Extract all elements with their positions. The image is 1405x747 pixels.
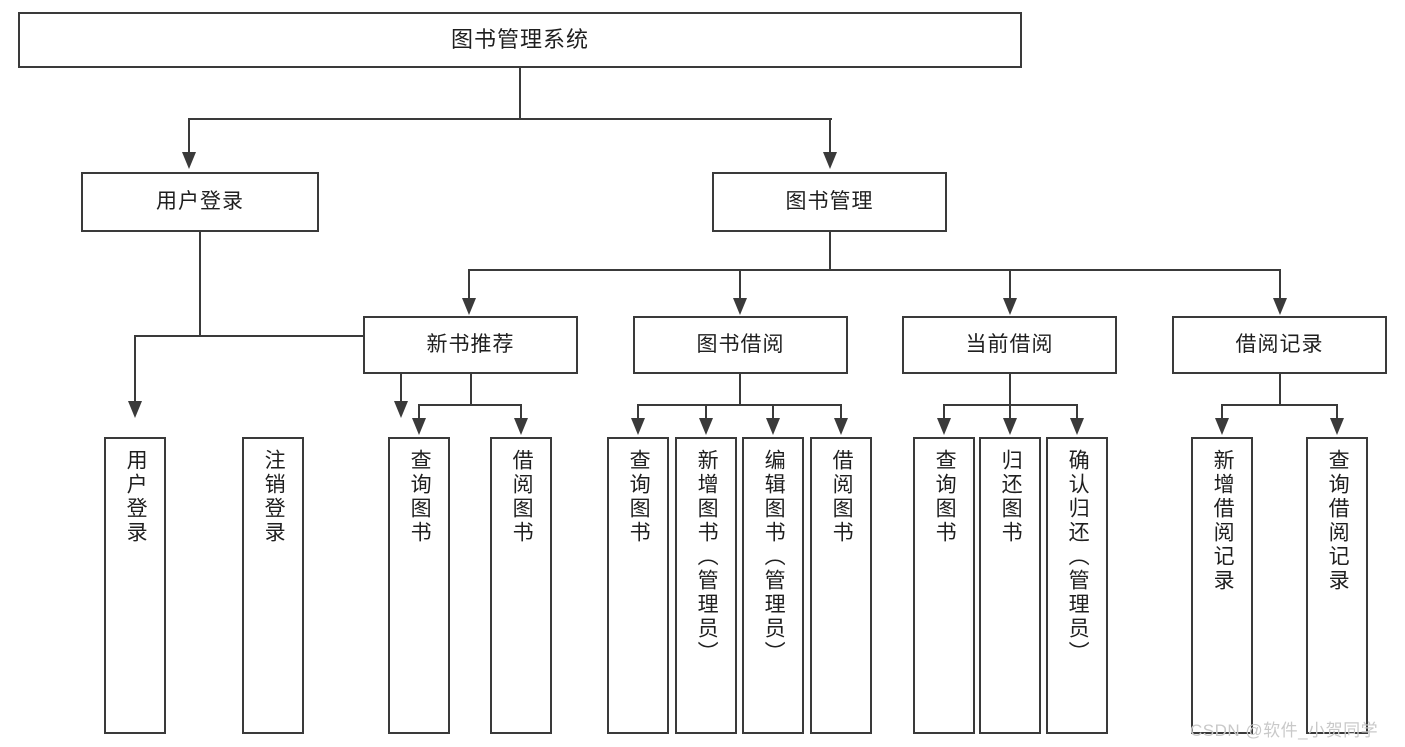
edge-borrow-drop-2: [705, 404, 707, 420]
node-label: 查询图书: [627, 449, 651, 545]
edge-bookmgmt-stem: [829, 232, 831, 271]
edge-borrow-drop-4: [840, 404, 842, 420]
edge-userlogin-stem: [199, 232, 201, 336]
edge-root-to-bookmgmt: [829, 118, 831, 154]
node-label: 借阅图书: [830, 449, 854, 545]
arrow-newbook-child-2: [514, 418, 528, 435]
node-label: 用户登录: [156, 189, 244, 213]
arrow-borrow-child-1: [631, 418, 645, 435]
edge-root-bus: [188, 118, 832, 120]
node-label: 借阅记录: [1235, 332, 1324, 356]
node-user-login[interactable]: 用户登录: [81, 172, 319, 232]
node-label: 图书管理系统: [450, 27, 589, 53]
arrow-bookmgmt-child-3: [1003, 298, 1017, 315]
leaf-newbook-query-book[interactable]: 查询图书: [388, 437, 450, 734]
leaf-newbook-borrow-book[interactable]: 借阅图书: [490, 437, 552, 734]
edge-borrow-bus: [637, 404, 842, 406]
arrow-record-child-2: [1330, 418, 1344, 435]
edge-current-drop-1: [943, 404, 945, 420]
edge-borrow-stem: [739, 374, 741, 406]
node-label: 当前借阅: [965, 332, 1054, 356]
arrow-bookmgmt-child-4: [1273, 298, 1287, 315]
edge-record-bus: [1221, 404, 1338, 406]
edge-bookmgmt-drop-4: [1279, 269, 1281, 301]
arrow-root-to-bookmgmt: [823, 152, 837, 169]
leaf-current-return-book[interactable]: 归还图书: [979, 437, 1041, 734]
edge-borrow-drop-3: [772, 404, 774, 420]
node-label: 编辑图书（管理员）: [762, 449, 786, 665]
node-label: 图书借阅: [696, 332, 785, 356]
node-book-borrow[interactable]: 图书借阅: [633, 316, 848, 374]
node-label: 新增借阅记录: [1211, 449, 1235, 593]
node-label: 查询图书: [408, 449, 432, 545]
edge-bookmgmt-bus: [468, 269, 1281, 271]
edge-current-drop-2: [1009, 404, 1011, 420]
edge-newbook-bus: [418, 404, 522, 406]
edge-current-drop-3: [1076, 404, 1078, 420]
leaf-borrow-edit-book-admin[interactable]: 编辑图书（管理员）: [742, 437, 804, 734]
edge-newbook-stem: [470, 374, 472, 406]
node-label: 查询图书: [933, 449, 957, 545]
node-borrow-record[interactable]: 借阅记录: [1172, 316, 1387, 374]
arrow-current-child-1: [937, 418, 951, 435]
node-label: 归还图书: [999, 449, 1023, 545]
node-label: 图书管理: [785, 189, 874, 213]
edge-bookmgmt-drop-2: [739, 269, 741, 301]
edge-record-drop-2: [1336, 404, 1338, 420]
edge-root-to-userlogin: [188, 118, 190, 154]
edge-record-drop-1: [1221, 404, 1223, 420]
arrow-borrow-child-4: [834, 418, 848, 435]
arrow-current-child-2: [1003, 418, 1017, 435]
leaf-current-query-book[interactable]: 查询图书: [913, 437, 975, 734]
node-label: 用户登录: [124, 449, 148, 545]
edge-newbook-drop-2: [520, 404, 522, 420]
leaf-logout-login[interactable]: 注销登录: [242, 437, 304, 734]
leaf-record-add-record[interactable]: 新增借阅记录: [1191, 437, 1253, 734]
node-label: 新书推荐: [426, 332, 515, 356]
edge-newbook-drop-1: [418, 404, 420, 420]
node-current-borrow[interactable]: 当前借阅: [902, 316, 1117, 374]
arrow-bookmgmt-child-2: [733, 298, 747, 315]
node-label: 确认归还（管理员）: [1066, 449, 1090, 665]
node-new-book-recommend[interactable]: 新书推荐: [363, 316, 578, 374]
node-label: 新增图书（管理员）: [695, 449, 719, 665]
edge-record-stem: [1279, 374, 1281, 406]
edge-bookmgmt-drop-1: [468, 269, 470, 301]
arrow-userlogin-child-2: [394, 401, 408, 418]
arrow-newbook-child-1: [412, 418, 426, 435]
node-root-system[interactable]: 图书管理系统: [18, 12, 1022, 68]
arrow-borrow-child-2: [699, 418, 713, 435]
leaf-record-query-record[interactable]: 查询借阅记录: [1306, 437, 1368, 734]
leaf-borrow-borrow-book[interactable]: 借阅图书: [810, 437, 872, 734]
edge-root-stem: [519, 68, 521, 118]
leaf-user-login[interactable]: 用户登录: [104, 437, 166, 734]
node-label: 借阅图书: [510, 449, 534, 545]
edge-borrow-drop-1: [637, 404, 639, 420]
node-label: 注销登录: [262, 449, 286, 545]
leaf-borrow-query-book[interactable]: 查询图书: [607, 437, 669, 734]
watermark-text: CSDN @软件_小贺同学: [1190, 721, 1379, 740]
arrow-root-to-userlogin: [182, 152, 196, 169]
edge-bookmgmt-drop-3: [1009, 269, 1011, 301]
leaf-borrow-add-book-admin[interactable]: 新增图书（管理员）: [675, 437, 737, 734]
leaf-current-confirm-return-admin[interactable]: 确认归还（管理员）: [1046, 437, 1108, 734]
edge-current-stem: [1009, 374, 1011, 406]
arrow-borrow-child-3: [766, 418, 780, 435]
arrow-current-child-3: [1070, 418, 1084, 435]
edge-userlogin-bus: [134, 335, 402, 337]
arrow-record-child-1: [1215, 418, 1229, 435]
node-book-management[interactable]: 图书管理: [712, 172, 947, 232]
arrow-userlogin-child-1: [128, 401, 142, 418]
arrow-bookmgmt-child-1: [462, 298, 476, 315]
edge-userlogin-drop-1: [134, 335, 136, 403]
node-label: 查询借阅记录: [1326, 449, 1350, 593]
